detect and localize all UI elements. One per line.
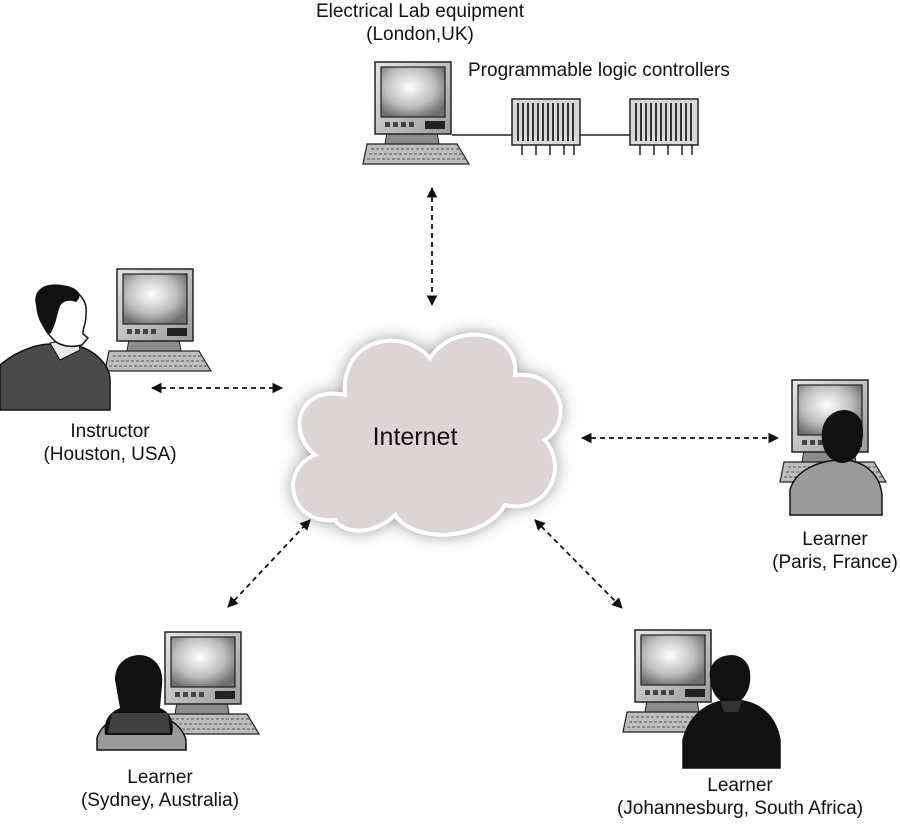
instructor-computer-icon [104,268,212,372]
johannesburg-location: (Johannesburg, South Africa) [616,798,864,819]
lab-label: Electrical Lab equipment (London,UK) [305,0,535,46]
lab-title: Electrical Lab equipment [315,1,525,22]
internet-cloud [291,332,563,537]
plc-unit-icon [629,98,699,156]
instructor-label: Instructor (Houston, USA) [10,420,210,466]
johannesburg-person-icon [682,655,781,769]
arrow-johannesburg-internet [534,519,623,609]
lab-computer-icon [362,61,470,165]
arrow-sydney-internet [227,519,311,608]
instructor-person-icon [0,284,111,411]
johannesburg-label: Learner (Johannesburg, South Africa) [600,774,880,820]
instructor-location: (Houston, USA) [43,444,177,465]
johannesburg-role: Learner [707,775,773,796]
internet-label: Internet [372,423,458,451]
sydney-location: (Sydney, Australia) [80,790,240,811]
instructor-role: Instructor [70,421,150,442]
paris-role: Learner [802,529,868,550]
paris-person-icon [789,410,883,516]
sydney-person-icon [96,655,187,751]
sydney-role: Learner [127,767,193,788]
lab-location: (London,UK) [366,24,474,45]
sydney-label: Learner (Sydney, Australia) [60,766,260,812]
plc-label: Programmable logic controllers [468,60,730,81]
paris-location: (Paris, France) [772,552,898,573]
plc-unit-icon [511,98,581,156]
paris-label: Learner (Paris, France) [740,528,900,574]
